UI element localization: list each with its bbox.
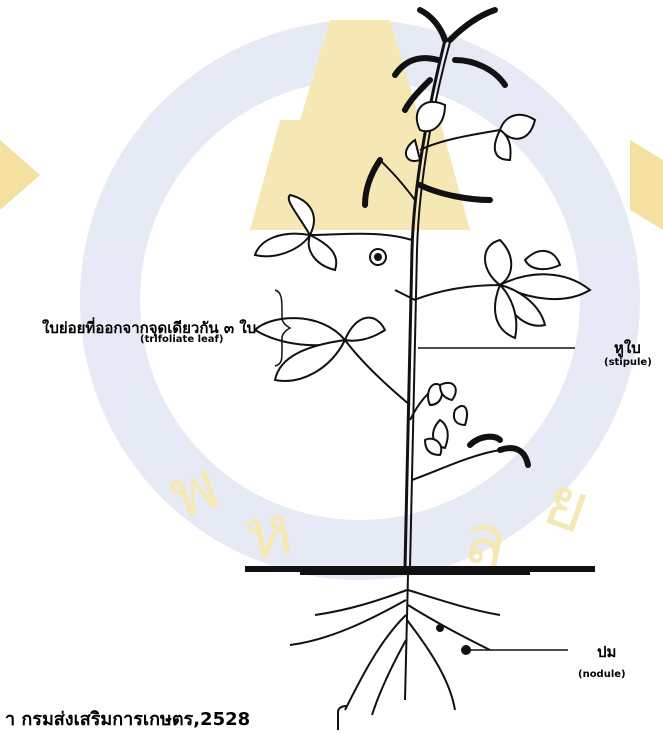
nodule-mark [462, 646, 470, 654]
nodule-label: ปม [597, 640, 616, 664]
flower [370, 249, 386, 265]
stipule-sublabel: (stipule) [604, 357, 652, 368]
watermark-seal: พ ห ล ย [0, 20, 663, 584]
nodule-sublabel: (nodule) [578, 669, 626, 680]
svg-text:ห: ห [239, 488, 299, 577]
ground-line [245, 566, 595, 575]
source-citation: า กรมส่งเสริมการเกษตร,2528 [5, 704, 250, 733]
trifoliate-sublabel: (trifoliate leaf) [140, 334, 223, 345]
roots [290, 575, 500, 715]
